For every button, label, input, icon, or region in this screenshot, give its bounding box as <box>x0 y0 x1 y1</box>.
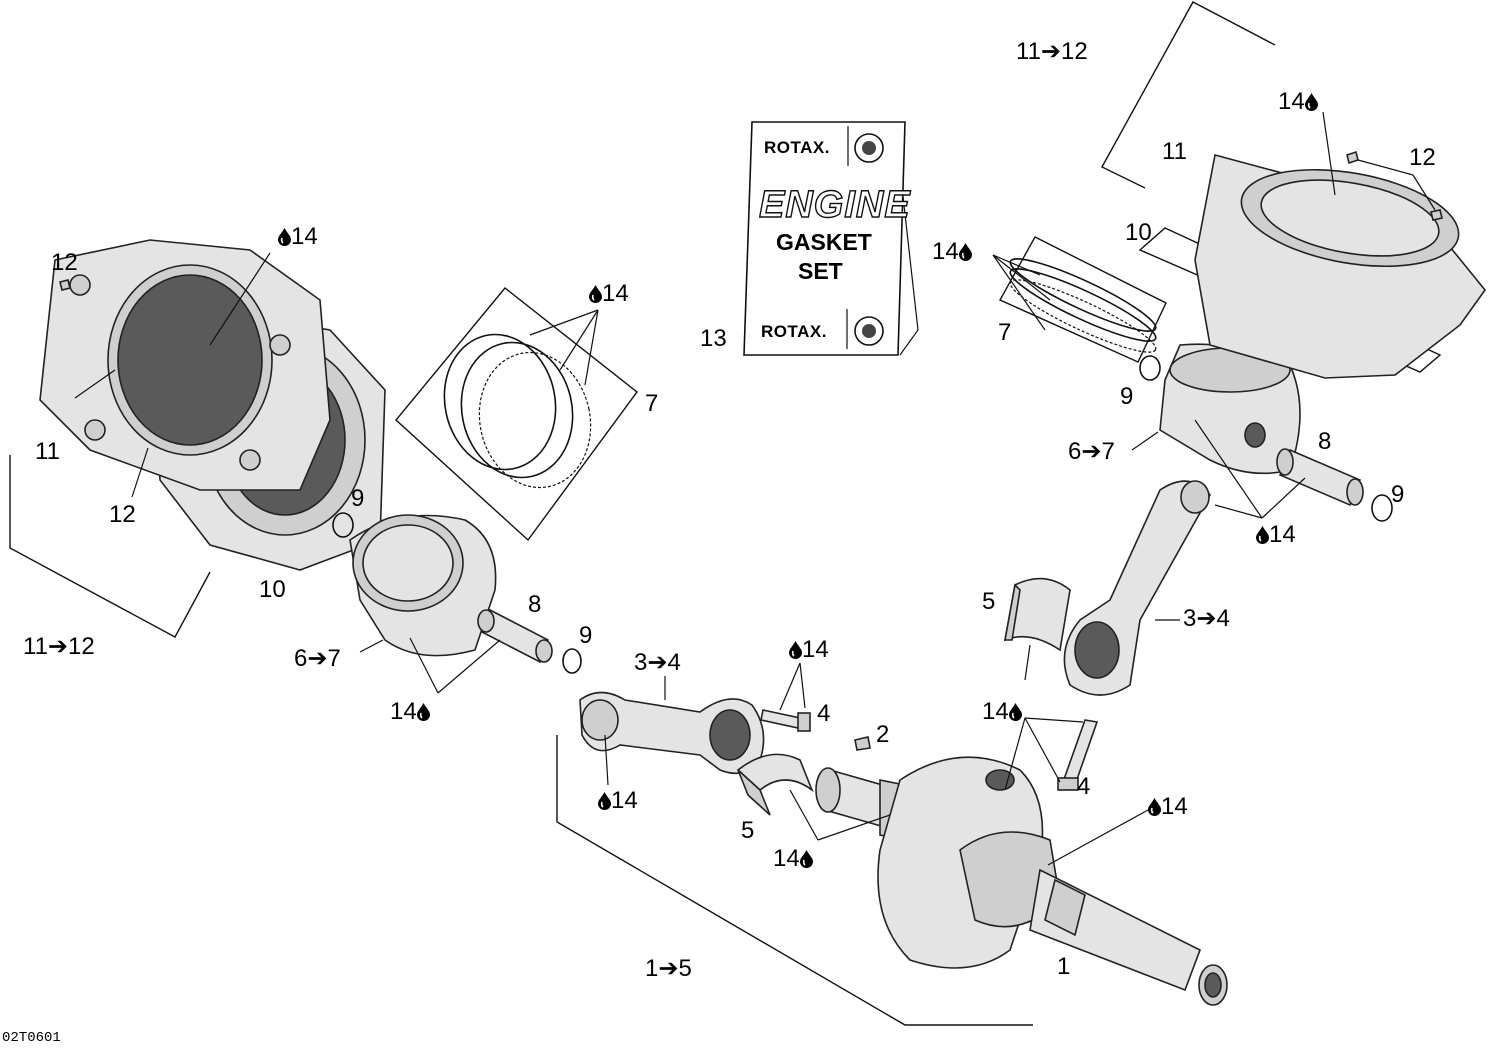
oil-drop-icon <box>1148 798 1161 816</box>
gasket-package-line2: GASKET <box>776 229 872 255</box>
oil-drop-icon <box>1304 93 1318 111</box>
cylinder-right <box>1194 154 1487 379</box>
oil-drop-icon <box>799 850 813 868</box>
arrow-right-icon: ➔ <box>1040 38 1062 65</box>
callout-5-left: 5 <box>741 817 755 844</box>
bracket-cylinder-right <box>1101 1 1276 189</box>
callout-11-left: 11 <box>35 438 60 465</box>
dowel-pin-right-b <box>1430 209 1443 221</box>
callout-12-left-bottom: 12 <box>109 501 136 528</box>
callout-4-right: 4 <box>1077 773 1091 800</box>
callout-11-12-top: 11➔12 <box>1016 38 1088 65</box>
callout-14-bearing-left: 14 <box>773 847 813 871</box>
gasket-package-brand-bottom: ROTAX. <box>761 322 827 341</box>
document-id: 02T0601 <box>2 1030 61 1046</box>
oil-drop-icon <box>1008 703 1022 721</box>
callout-12-top: 12 <box>1409 144 1436 171</box>
oil-drop-icon <box>598 792 611 810</box>
circlip-left-b <box>562 648 582 674</box>
oil-drop-icon <box>958 243 972 261</box>
circlip-left-a <box>332 512 354 538</box>
gasket-package-brand-top: ROTAX. <box>764 138 830 157</box>
callout-1: 1 <box>1057 953 1071 980</box>
callout-3-4-left: 3➔4 <box>634 649 681 676</box>
callout-14-pin-left: 14 <box>390 700 430 724</box>
callout-11-top: 11 <box>1162 138 1187 165</box>
callout-2: 2 <box>876 721 890 748</box>
dowel-pin-right-a <box>1346 150 1359 165</box>
arrow-right-icon: ➔ <box>307 645 328 672</box>
callout-5-right: 5 <box>982 588 996 615</box>
arrow-right-icon: ➔ <box>658 955 679 982</box>
oil-drop-icon <box>789 641 802 659</box>
callout-8-left: 8 <box>528 591 542 618</box>
callout-9-right-a: 9 <box>1120 383 1134 410</box>
leader-lines <box>74 111 1436 866</box>
callout-14-pin-right: 14 <box>1256 523 1296 547</box>
piston-pin-left <box>477 608 553 664</box>
callout-13: 13 <box>700 325 727 352</box>
piston-left <box>349 514 497 657</box>
callout-9-left-b: 9 <box>579 622 593 649</box>
bracket-cylinder-left <box>9 455 211 638</box>
oil-drop-icon <box>416 703 430 721</box>
circlip-right-a <box>1139 355 1161 381</box>
callout-9-right-b: 9 <box>1391 481 1405 508</box>
callout-3-4-right: 3➔4 <box>1183 605 1230 632</box>
piston-rings-left <box>395 287 638 542</box>
piston-rings-right <box>999 236 1167 363</box>
callout-11-12-left: 11➔12 <box>23 633 95 660</box>
gasket-package-title: ENGINE <box>758 183 911 226</box>
oil-drop-icon <box>589 285 602 303</box>
callout-14-bolt-right: 14 <box>982 700 1022 724</box>
bracket-crankshaft-assembly <box>556 735 1033 1026</box>
callout-14-crankshaft: 14 <box>1148 795 1188 819</box>
arrow-right-icon: ➔ <box>47 633 69 660</box>
connecting-rod-left <box>579 691 765 775</box>
callout-7-left: 7 <box>645 390 659 417</box>
arrow-right-icon: ➔ <box>1081 438 1102 465</box>
callout-8-right: 8 <box>1318 428 1332 455</box>
callout-1-5: 1➔5 <box>645 955 692 982</box>
dowel-pin-left <box>59 279 71 291</box>
callout-14-cylinder-top: 14 <box>1278 90 1318 114</box>
rod-bolt-right <box>1057 719 1099 791</box>
rod-bolt-left <box>760 709 811 732</box>
bearing-shell-left <box>736 753 814 816</box>
callout-10-left: 10 <box>259 576 286 603</box>
callout-14-cylinder-left: 14 <box>278 225 318 249</box>
bearing-shell-right <box>1003 577 1071 652</box>
callout-12-left-top: 12 <box>51 249 78 276</box>
callout-9-left-a: 9 <box>351 485 365 512</box>
key-woodruff <box>854 736 871 751</box>
callout-14-rod-left: 14 <box>598 789 638 813</box>
cylinder-left <box>39 239 331 491</box>
oil-drop-icon <box>278 228 291 246</box>
callout-6-7-left: 6➔7 <box>294 645 341 672</box>
callout-14-bolt-left: 14 <box>789 638 829 662</box>
callout-10-top: 10 <box>1125 219 1152 246</box>
oil-drop-icon <box>1256 526 1269 544</box>
gasket-package-line3: SET <box>798 258 843 284</box>
arrow-right-icon: ➔ <box>1196 605 1217 632</box>
callout-14-rings-right: 14 <box>932 240 972 264</box>
gasket-set-package <box>743 121 919 356</box>
callout-6-7-right: 6➔7 <box>1068 438 1115 465</box>
circlip-right-b <box>1371 494 1393 522</box>
callout-14-rings-left: 14 <box>589 282 629 306</box>
callout-4-left: 4 <box>817 700 831 727</box>
arrow-right-icon: ➔ <box>647 649 668 676</box>
connecting-rod-right <box>1063 480 1211 696</box>
piston-pin-right <box>1276 448 1364 507</box>
callout-7-right: 7 <box>998 319 1012 346</box>
